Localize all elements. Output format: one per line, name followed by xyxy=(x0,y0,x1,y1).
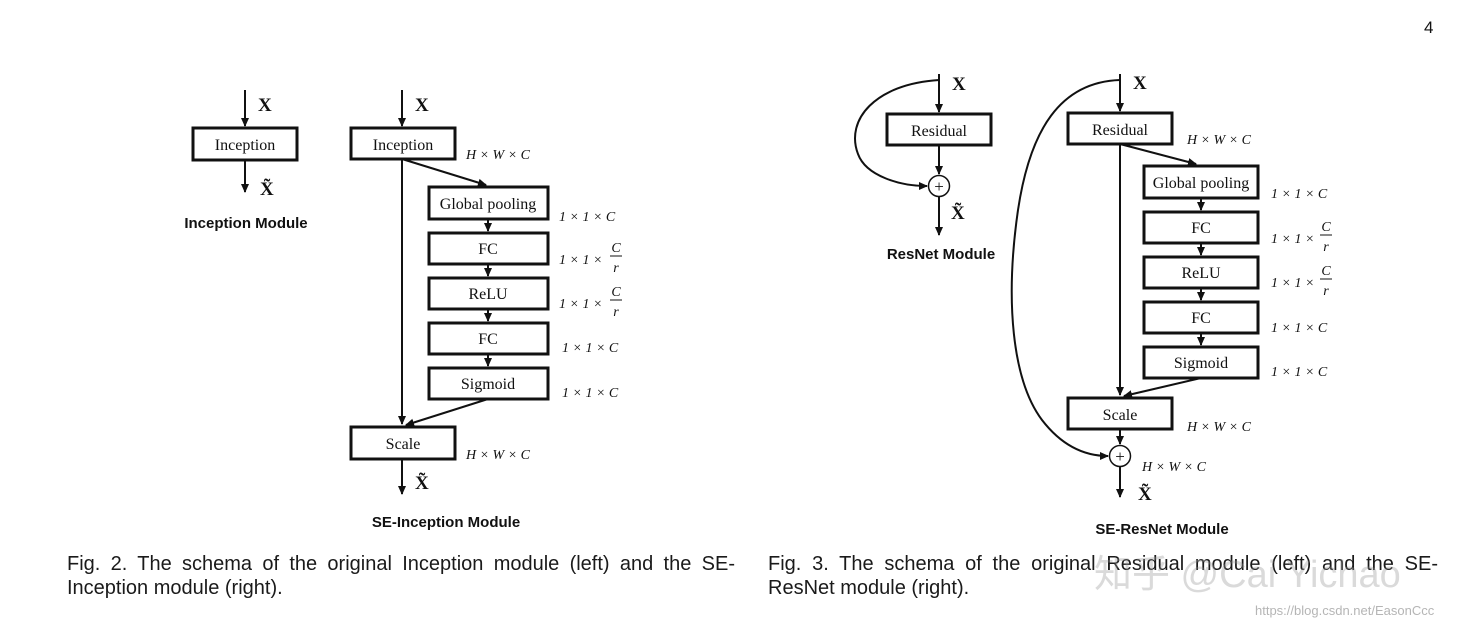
module-title: Inception Module xyxy=(184,215,307,232)
figure-3-caption: Fig. 3. The schema of the original Resid… xyxy=(768,553,1438,599)
fc-label: FC xyxy=(1191,310,1211,327)
arrow xyxy=(405,398,489,427)
global-pooling-block xyxy=(1142,164,1260,200)
dim-label: 1 × 1 × xyxy=(1271,232,1314,247)
dim-label: H × W × C xyxy=(1186,420,1252,435)
module-title: SE-Inception Module xyxy=(372,514,520,531)
sigmoid-block xyxy=(1142,345,1260,380)
dim-label: H × W × C xyxy=(1141,460,1207,475)
dim-label: H × W × C xyxy=(465,448,531,463)
dim-label: H × W × C xyxy=(1186,133,1252,148)
input-x-label: X xyxy=(1133,73,1147,94)
fraction-denominator: r xyxy=(613,305,619,320)
output-x-tilde-label: X̃ xyxy=(260,179,274,200)
inception-block xyxy=(349,126,457,161)
dim-label: 1 × 1 × C xyxy=(1271,321,1328,336)
scale-block xyxy=(349,425,457,461)
resnet-module: X Residual + X̃ ResNet Module xyxy=(854,74,995,263)
relu-label: ReLU xyxy=(1181,265,1221,282)
fc-block xyxy=(1142,210,1260,245)
residual-block xyxy=(885,112,993,147)
fc-label: FC xyxy=(1191,220,1211,237)
sum-symbol: + xyxy=(1115,447,1125,466)
fraction-numerator: C xyxy=(611,241,621,256)
dim-label: 1 × 1 × C xyxy=(562,386,619,401)
fraction-c-over-r: C r xyxy=(610,241,622,276)
dim-label: 1 × 1 × C xyxy=(1271,187,1328,202)
fraction-numerator: C xyxy=(1321,220,1331,235)
fraction-c-over-r: C r xyxy=(610,285,622,320)
output-x-tilde-label: X̃ xyxy=(415,473,429,494)
sum-symbol: + xyxy=(934,177,944,196)
input-x-label: X xyxy=(258,95,272,116)
sigmoid-block xyxy=(427,366,550,401)
module-title: ResNet Module xyxy=(887,246,995,263)
output-x-tilde-label: X̃ xyxy=(951,203,965,224)
fraction-c-over-r: C r xyxy=(1320,264,1332,299)
fraction-denominator: r xyxy=(1323,240,1329,255)
sum-node xyxy=(1108,444,1132,468)
fc-block xyxy=(427,321,550,356)
dim-label: 1 × 1 × C xyxy=(562,341,619,356)
fraction-c-over-r: C r xyxy=(1320,220,1332,255)
se-resnet-module: X Residual H × W × C Global pooling 1 × … xyxy=(1010,73,1332,538)
scale-label: Scale xyxy=(1103,407,1138,424)
identity-skip-arrow xyxy=(854,79,940,190)
global-pooling-label: Global pooling xyxy=(440,196,536,213)
dim-label: 1 × 1 × xyxy=(1271,276,1314,291)
residual-label: Residual xyxy=(1092,122,1149,139)
fc-label: FC xyxy=(478,331,498,348)
figure-2-caption: Fig. 2. The schema of the original Incep… xyxy=(67,553,735,599)
source-url-watermark: https://blog.csdn.net/EasonCcc xyxy=(1255,603,1435,618)
sigmoid-label: Sigmoid xyxy=(461,376,515,393)
output-x-tilde-label: X̃ xyxy=(1138,484,1152,505)
watermark: 知乎 @Cai Yichao xyxy=(1094,554,1401,596)
fraction-denominator: r xyxy=(1323,284,1329,299)
scale-block xyxy=(1066,396,1174,431)
fraction-denominator: r xyxy=(613,261,619,276)
dim-label: H × W × C xyxy=(465,148,531,163)
scale-label: Scale xyxy=(386,436,421,453)
inception-module: X Inception X̃ Inception Module xyxy=(184,90,308,232)
input-x-label: X xyxy=(952,74,966,95)
fc-label: FC xyxy=(478,241,498,258)
dim-label: 1 × 1 × C xyxy=(559,210,616,225)
module-title: SE-ResNet Module xyxy=(1095,521,1228,538)
fraction-numerator: C xyxy=(1321,264,1331,279)
global-pooling-block xyxy=(427,185,550,221)
input-x-label: X xyxy=(415,95,429,116)
relu-label: ReLU xyxy=(468,286,508,303)
global-pooling-label: Global pooling xyxy=(1153,175,1249,192)
inception-block-label: Inception xyxy=(373,137,433,154)
se-inception-module: X Inception H × W × C Global pooling 1 ×… xyxy=(349,90,622,531)
dim-label: 1 × 1 × xyxy=(559,297,602,312)
dim-label: 1 × 1 × xyxy=(559,253,602,268)
inception-block-label: Inception xyxy=(215,137,275,154)
arrow xyxy=(1123,377,1202,399)
residual-label: Residual xyxy=(911,123,968,140)
fraction-numerator: C xyxy=(611,285,621,300)
arrow xyxy=(1119,143,1197,166)
dim-label: 1 × 1 × C xyxy=(1271,365,1328,380)
sigmoid-label: Sigmoid xyxy=(1174,355,1228,372)
identity-skip-arrow xyxy=(1010,79,1121,460)
page-number: 4 xyxy=(1424,18,1434,37)
sum-node xyxy=(927,174,951,198)
arrow xyxy=(401,158,487,187)
